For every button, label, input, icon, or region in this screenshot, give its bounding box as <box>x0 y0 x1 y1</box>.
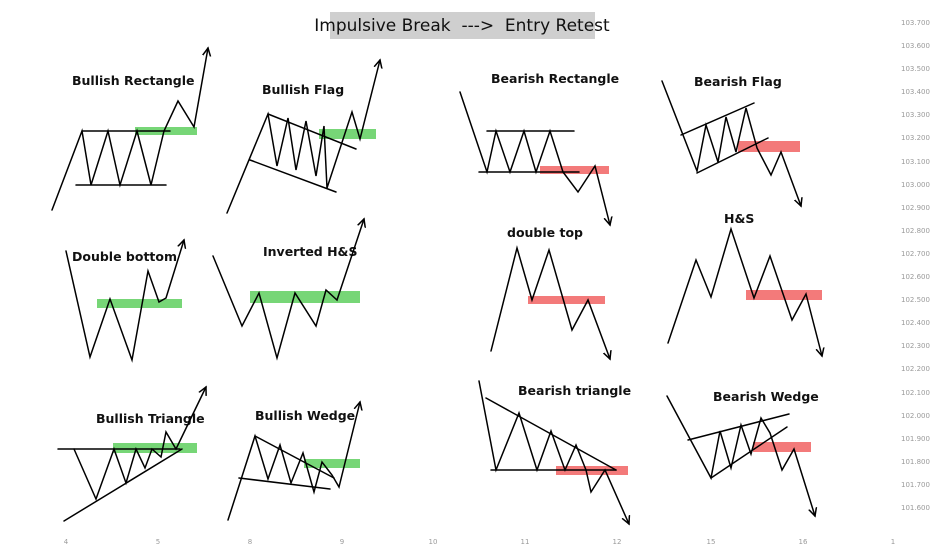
retest-zone <box>97 299 182 308</box>
pattern-label: Bearish Wedge <box>713 389 819 404</box>
chart-title: Impulsive Break ---> Entry Retest <box>314 16 610 36</box>
y-tick-label: 102.100 <box>901 389 930 397</box>
price-path <box>478 380 629 524</box>
chart-title-group: Impulsive Break ---> Entry Retest <box>314 12 610 39</box>
y-tick-label: 103.200 <box>901 134 930 142</box>
price-path <box>667 226 822 356</box>
title-background <box>330 12 595 39</box>
y-tick-label: 102.800 <box>901 227 930 235</box>
x-tick-label: 5 <box>156 538 160 546</box>
x-tick-label: 4 <box>64 538 69 546</box>
flag-lower-line <box>249 159 337 193</box>
wedge-upper-line <box>254 435 335 479</box>
pattern-label: Bullish Wedge <box>255 408 355 423</box>
pattern-inverted-hs <box>212 219 364 361</box>
wedge-lower-line <box>710 426 788 479</box>
price-path <box>459 91 610 225</box>
price-path <box>666 395 815 516</box>
pattern-bullish-wedge <box>227 402 360 521</box>
retest-zone <box>304 459 360 468</box>
pattern-bearish-triangle <box>478 380 629 524</box>
y-tick-label: 103.700 <box>901 19 930 27</box>
x-tick-label: 11 <box>521 538 530 546</box>
x-tick-label: 10 <box>429 538 438 546</box>
pattern-label: Bearish Flag <box>694 74 782 89</box>
x-axis-ticks: 4 5 8 9 10 11 12 15 16 1 <box>64 538 895 546</box>
y-tick-label: 103.300 <box>901 111 930 119</box>
pattern-label: Double bottom <box>72 249 177 264</box>
y-tick-label: 101.600 <box>901 504 930 512</box>
flag-upper-line <box>680 102 755 136</box>
x-tick-label: 1 <box>891 538 895 546</box>
pattern-bullish-flag <box>226 60 380 214</box>
y-tick-label: 103.400 <box>901 88 930 96</box>
rising-support-line <box>63 448 183 522</box>
flag-lower-line <box>696 137 769 174</box>
pattern-label: Bullish Flag <box>262 82 344 97</box>
y-tick-label: 103.500 <box>901 65 930 73</box>
x-tick-label: 12 <box>613 538 622 546</box>
retest-zone <box>738 141 800 152</box>
price-path <box>51 48 208 211</box>
y-tick-label: 101.700 <box>901 481 930 489</box>
y-tick-label: 101.800 <box>901 458 930 466</box>
x-tick-label: 15 <box>707 538 716 546</box>
pattern-label: double top <box>507 225 583 240</box>
pattern-double-bottom <box>65 240 184 363</box>
price-path <box>212 219 364 361</box>
y-tick-label: 102.200 <box>901 365 930 373</box>
price-path <box>661 80 801 206</box>
y-tick-label: 102.400 <box>901 319 930 327</box>
x-tick-label: 16 <box>799 538 808 546</box>
falling-resistance-line <box>485 397 617 471</box>
y-tick-label: 103.600 <box>901 42 930 50</box>
price-path <box>490 245 610 359</box>
y-tick-label: 103.000 <box>901 181 930 189</box>
pattern-bearish-flag <box>661 80 801 206</box>
pattern-double-top <box>490 245 610 359</box>
y-tick-label: 101.900 <box>901 435 930 443</box>
pattern-label: Bullish Rectangle <box>72 73 195 88</box>
x-tick-label: 9 <box>340 538 344 546</box>
pattern-label: Bearish triangle <box>518 383 631 398</box>
y-tick-label: 102.000 <box>901 412 930 420</box>
y-tick-label: 102.300 <box>901 342 930 350</box>
wedge-upper-line <box>687 413 790 441</box>
y-axis-ticks: 103.700 103.600 103.500 103.400 103.300 103.2… <box>901 19 930 512</box>
pattern-label: H&S <box>724 211 754 226</box>
pattern-bullish-triangle <box>57 387 206 522</box>
retest-zone <box>250 291 360 303</box>
pattern-label: Bearish Rectangle <box>491 71 619 86</box>
x-tick-label: 8 <box>248 538 252 546</box>
pattern-bullish-rectangle <box>51 48 208 211</box>
y-tick-label: 103.100 <box>901 158 930 166</box>
price-path <box>226 60 380 214</box>
retest-zone <box>319 129 376 139</box>
pattern-label: Bullish Triangle <box>96 411 205 426</box>
y-tick-label: 102.500 <box>901 296 930 304</box>
pattern-bearish-wedge <box>666 395 815 516</box>
retest-zone <box>528 296 605 304</box>
pattern-bearish-rectangle <box>459 91 610 225</box>
price-path <box>65 240 184 363</box>
price-path <box>73 387 206 502</box>
pattern-labels: Bullish Rectangle Bullish Flag Bearish R… <box>72 71 819 426</box>
pattern-head-and-shoulders <box>667 226 822 356</box>
retest-zone <box>113 443 197 453</box>
y-tick-label: 102.900 <box>901 204 930 212</box>
price-path <box>227 402 360 521</box>
y-tick-label: 102.600 <box>901 273 930 281</box>
retest-zone <box>753 442 811 452</box>
y-tick-label: 102.700 <box>901 250 930 258</box>
retest-zone <box>540 166 609 174</box>
pattern-label: Inverted H&S <box>263 244 357 259</box>
